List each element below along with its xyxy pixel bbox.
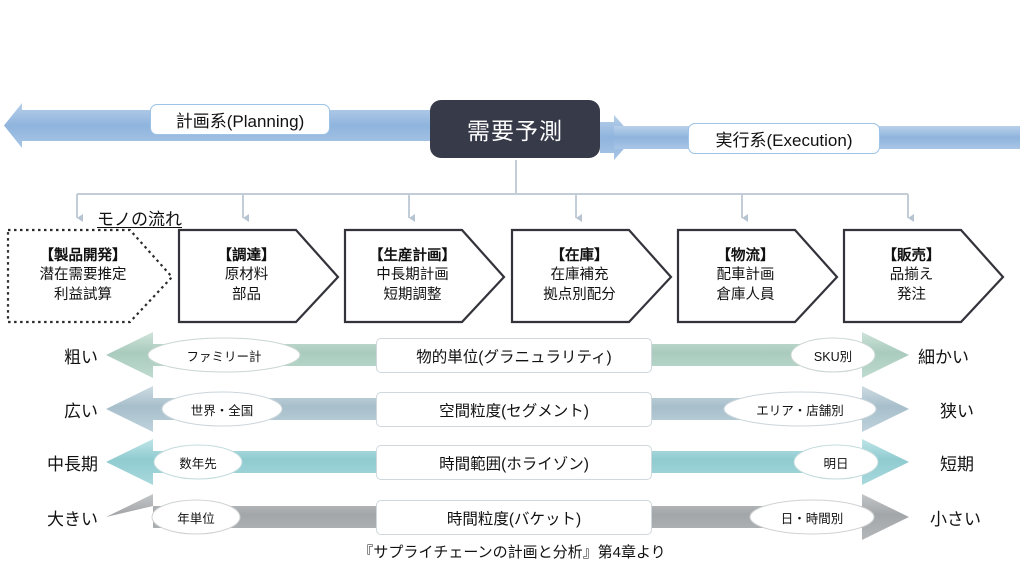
stage-chevron-production-planning[interactable]: [343, 228, 506, 324]
stage-chevron-product-development[interactable]: [6, 228, 174, 324]
bubble-spatial-right: [723, 391, 877, 427]
stage-chevron-procurement[interactable]: [177, 228, 340, 324]
source-caption-text: 『サプライチェーンの計画と分析』第4章より: [358, 544, 666, 561]
planning-banner-text: 計画系(Planning): [175, 112, 305, 131]
bubble-horizon-right: [793, 444, 879, 480]
source-caption: 『サプライチェーンの計画と分析』第4章より: [0, 541, 1024, 562]
axis-right-end-text: 狭い: [940, 401, 974, 421]
axis-right-end-bucket: 小さい: [930, 503, 1020, 531]
axis-center-text: 時間範囲(ホライゾン): [439, 455, 589, 473]
bubble-bucket-right: [749, 499, 875, 535]
axis-left-end-granularity: 粗い: [10, 341, 98, 369]
bubble-granularity-left: [147, 337, 301, 373]
bubble-spatial-left: [161, 391, 283, 427]
axis-right-end-text: 小さい: [930, 509, 981, 529]
flow-of-goods-text: モノの流れ: [97, 210, 182, 229]
axis-center-text: 空間粒度(セグメント): [439, 402, 589, 420]
stage-chevron-sales[interactable]: [842, 228, 1005, 324]
execution-banner-text: 実行系(Execution): [715, 131, 853, 150]
demand-forecast-label: 需要予測: [467, 118, 563, 144]
axis-left-end-text: 大きい: [47, 509, 98, 529]
demand-forecast-box[interactable]: 需要予測: [430, 100, 600, 158]
flow-of-goods-label: モノの流れ: [97, 205, 182, 230]
axis-left-end-text: 広い: [64, 401, 98, 421]
axis-left-end-text: 中長期: [47, 454, 98, 474]
axis-center-text: 物的単位(グラニュラリティ): [416, 348, 612, 366]
axis-left-end-text: 粗い: [64, 347, 98, 367]
execution-banner-label[interactable]: 実行系(Execution): [688, 123, 880, 154]
axis-left-end-horizon: 中長期: [6, 448, 98, 476]
axis-center-bucket: 時間粒度(バケット): [376, 500, 652, 535]
stage-chevron-inventory[interactable]: [510, 228, 673, 324]
axis-right-end-text: 細かい: [918, 347, 969, 367]
axis-right-end-spatial-granularity: 狭い: [940, 395, 1020, 423]
axis-left-end-spatial-granularity: 広い: [10, 395, 98, 423]
bubble-granularity-right: [790, 337, 876, 373]
axis-center-spatial-granularity: 空間粒度(セグメント): [376, 392, 652, 427]
axis-right-end-granularity: 細かい: [918, 341, 1018, 369]
bubble-bucket-left: [151, 499, 241, 535]
bubble-horizon-left: [153, 444, 243, 480]
axis-right-end-horizon: 短期: [940, 448, 1020, 476]
flow-connectors: [76, 160, 914, 222]
axis-center-horizon: 時間範囲(ホライゾン): [376, 445, 652, 480]
axis-center-text: 時間粒度(バケット): [446, 510, 582, 528]
axis-left-end-bucket: 大きい: [6, 503, 98, 531]
planning-banner-label[interactable]: 計画系(Planning): [150, 104, 330, 135]
axis-right-end-text: 短期: [940, 454, 974, 474]
axis-center-granularity: 物的単位(グラニュラリティ): [376, 338, 652, 373]
stage-chevron-logistics[interactable]: [676, 228, 839, 324]
